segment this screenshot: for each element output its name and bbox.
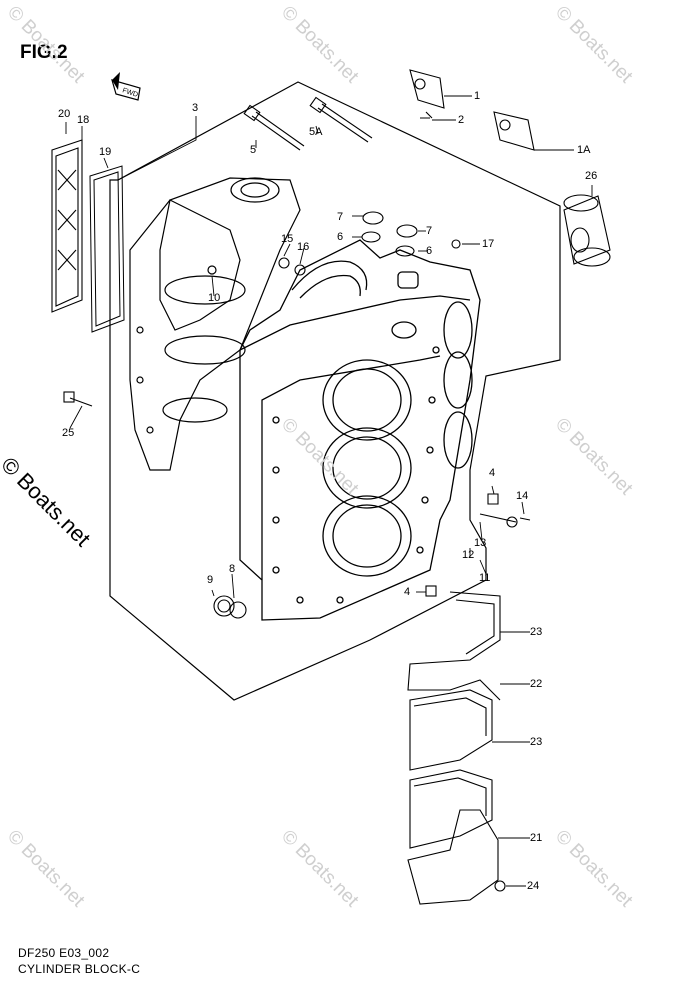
callout-7b[interactable]: 7 (426, 225, 433, 237)
cylinder-block (239, 239, 481, 621)
figure-caption: CYLINDER BLOCK-C (18, 962, 141, 976)
fwd-label: FWD (121, 87, 138, 99)
callout-12[interactable]: 12 (462, 549, 475, 561)
assembly-frame (109, 81, 561, 701)
callout-9[interactable]: 9 (207, 574, 214, 586)
side-cover-plate (51, 139, 83, 313)
callout-17[interactable]: 17 (482, 238, 495, 250)
fwd-arrow-icon: FWD (111, 72, 141, 101)
callout-10[interactable]: 10 (208, 292, 221, 304)
callout-16[interactable]: 16 (297, 241, 310, 253)
callout-23a[interactable]: 23 (530, 626, 543, 638)
figure-code: DF250 E03_002 (18, 946, 110, 960)
callout-4b[interactable]: 4 (404, 586, 411, 598)
callout-5[interactable]: 5 (250, 144, 257, 156)
callout-13[interactable]: 13 (474, 537, 487, 549)
callout-19[interactable]: 19 (99, 146, 112, 158)
callout-8[interactable]: 8 (229, 563, 236, 575)
lower-plate-stack (407, 591, 506, 905)
callout-6a[interactable]: 6 (337, 231, 344, 243)
callout-20[interactable]: 20 (58, 108, 71, 120)
callout-1a[interactable]: 1A (577, 144, 591, 156)
callout-4a[interactable]: 4 (489, 467, 496, 479)
callout-7a[interactable]: 7 (337, 211, 344, 223)
callout-6b[interactable]: 6 (426, 245, 433, 257)
callout-22[interactable]: 22 (530, 678, 543, 690)
callout-26[interactable]: 26 (585, 170, 598, 182)
right-small-parts (213, 493, 531, 619)
crankcase-half (129, 177, 301, 471)
callout-24[interactable]: 24 (527, 880, 540, 892)
callout-5a[interactable]: 5A (309, 126, 323, 138)
callout-25[interactable]: 25 (62, 427, 75, 439)
callout-14[interactable]: 14 (516, 490, 529, 502)
callout-11[interactable]: 11 (479, 572, 491, 584)
leader-lines (65, 95, 593, 887)
callout-15[interactable]: 15 (281, 233, 294, 245)
callout-2[interactable]: 2 (458, 114, 465, 126)
callout-21[interactable]: 21 (530, 832, 543, 844)
callout-18[interactable]: 18 (77, 114, 90, 126)
callout-1[interactable]: 1 (474, 90, 481, 102)
figure-title: FIG.2 (20, 42, 68, 63)
callout-23b[interactable]: 23 (530, 736, 543, 748)
callout-3[interactable]: 3 (192, 102, 199, 114)
side-cover-gasket (89, 165, 125, 333)
